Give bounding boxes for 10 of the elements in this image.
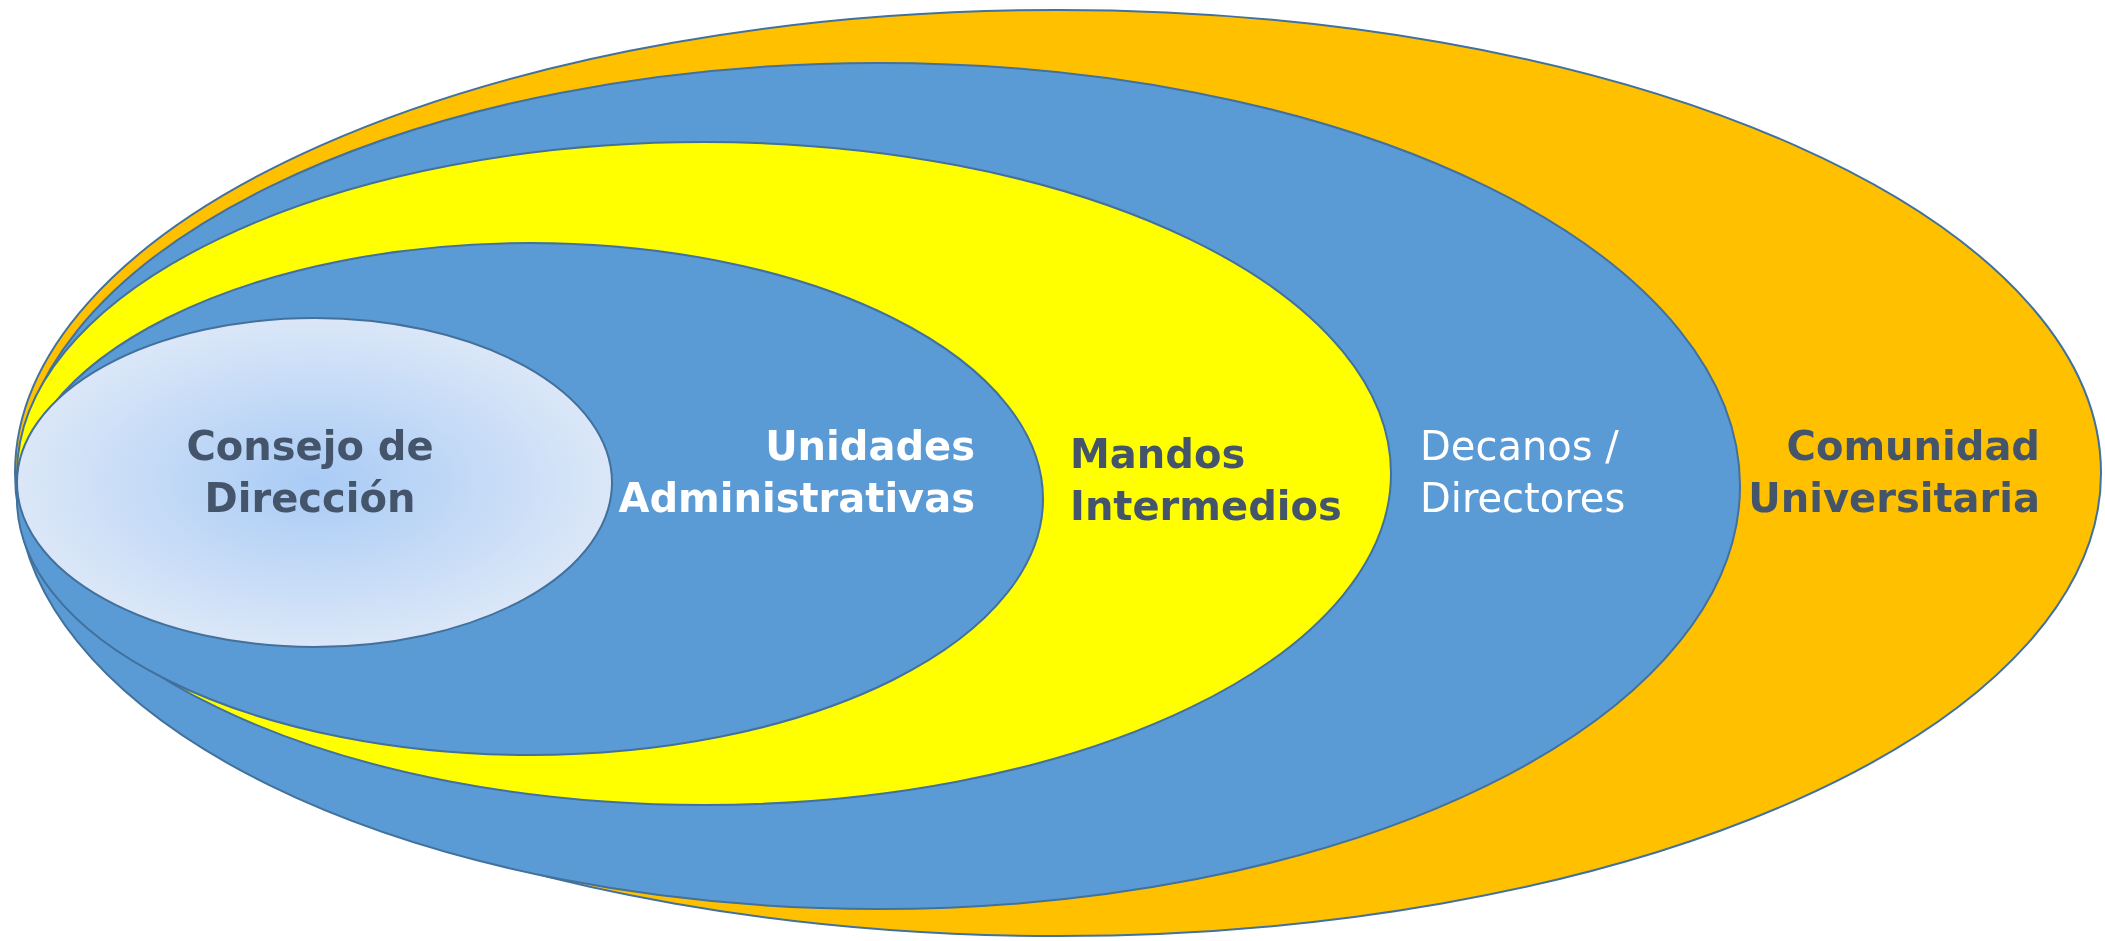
oval-region <box>16 242 1044 756</box>
oval-region <box>16 317 613 648</box>
region-label: Unidades Administrativas <box>617 422 975 523</box>
region-label: Consejo de Dirección <box>185 422 435 523</box>
region-label: Mandos Intermedios <box>1070 430 1343 531</box>
oval-region <box>14 9 2102 937</box>
region-label: Comunidad Universitaria <box>1747 422 2040 523</box>
region-label: Decanos / Directores <box>1420 422 1627 523</box>
oval-region <box>16 141 1392 806</box>
oval-region <box>16 62 1741 910</box>
